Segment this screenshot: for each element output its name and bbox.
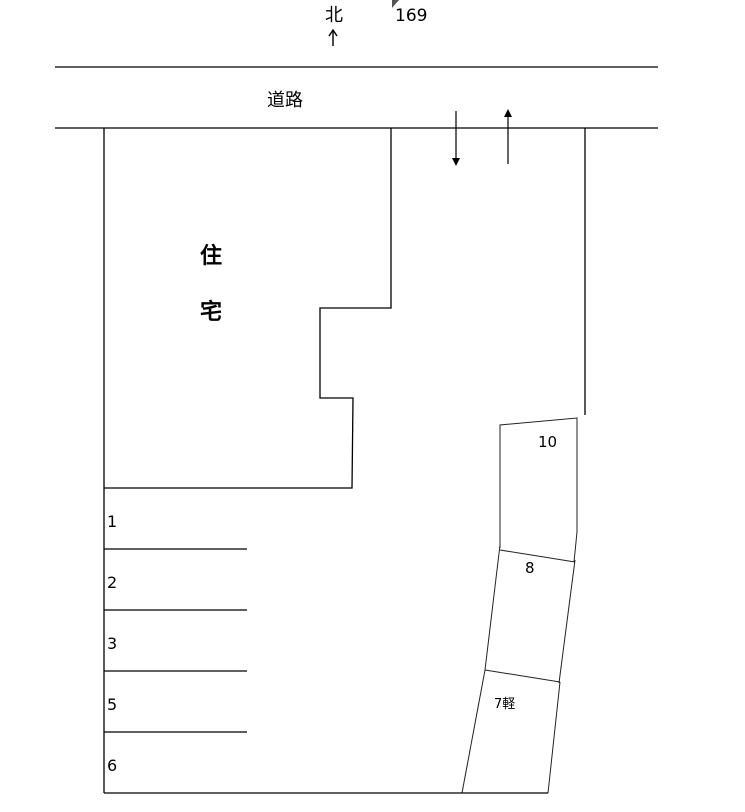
house-boundary bbox=[104, 128, 392, 489]
lot-number: 169 bbox=[392, 0, 427, 26]
parking-left: 1 2 3 5 6 bbox=[104, 512, 462, 794]
arrow-down-icon bbox=[452, 111, 460, 166]
corner-marker-icon bbox=[392, 0, 399, 8]
parking-space-label: 7軽 bbox=[494, 697, 515, 712]
house-label-1: 住 bbox=[200, 243, 222, 269]
parking-edge bbox=[547, 681, 561, 794]
parking-space-label: 3 bbox=[107, 634, 117, 653]
parking-edge bbox=[558, 559, 576, 684]
road: 道路 bbox=[55, 66, 658, 129]
parking-space-label: 5 bbox=[107, 695, 117, 714]
house-label-2: 宅 bbox=[200, 299, 222, 325]
parking-space-10-outline bbox=[499, 417, 578, 563]
lot-number-text: 169 bbox=[395, 6, 427, 26]
road-label: 道路 bbox=[267, 90, 303, 111]
arrow-up-icon bbox=[504, 109, 512, 164]
parking-space-label: 8 bbox=[525, 559, 535, 577]
parking-space-label: 2 bbox=[107, 573, 117, 592]
parking-space-label: 1 bbox=[107, 512, 117, 531]
parking-divider bbox=[484, 669, 561, 683]
north-indicator: 北 bbox=[325, 5, 343, 46]
parking-edge bbox=[461, 669, 486, 794]
entrance-arrows bbox=[452, 109, 512, 166]
parking-space-label: 10 bbox=[538, 433, 557, 451]
house-outline: 住 宅 bbox=[103, 128, 586, 793]
parking-divider bbox=[499, 549, 576, 563]
parking-space-label: 6 bbox=[107, 756, 117, 775]
parking-edge bbox=[484, 544, 501, 671]
parking-right: 10 8 7軽 bbox=[461, 417, 578, 794]
north-arrow-icon bbox=[328, 28, 338, 46]
north-label: 北 bbox=[325, 5, 343, 26]
